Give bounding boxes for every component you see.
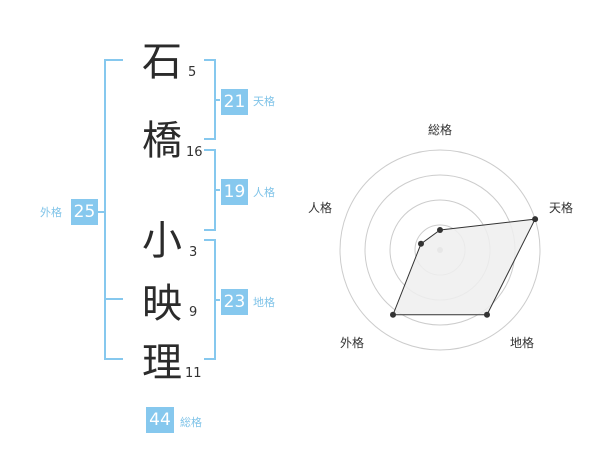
jinkaku-connector	[216, 189, 220, 191]
name-char-given-1: 小	[142, 218, 182, 264]
chikaku-connector	[216, 299, 220, 301]
name-char-surname-2: 橋	[142, 118, 182, 164]
stroke-count-surname-1: 5	[188, 65, 197, 80]
gaikaku-connector	[98, 211, 104, 213]
radar-axis-label-soukaku: 総格	[428, 123, 453, 137]
radar-axis-label-jinkaku: 人格	[308, 201, 333, 215]
jinkaku-bracket	[204, 149, 216, 231]
tenkaku-connector	[216, 99, 220, 101]
gaikaku-label: 外格	[40, 206, 62, 219]
stroke-count-given-3: 11	[185, 366, 202, 381]
tenkaku-label: 天格	[253, 95, 275, 108]
gaikaku-bracket	[104, 59, 123, 360]
radar-axis-label-tenkaku: 天格	[549, 201, 574, 215]
soukaku-label: 総格	[180, 416, 202, 429]
stroke-count-surname-2: 16	[186, 145, 203, 160]
gaikaku-split-tick	[104, 298, 123, 300]
chikaku-value: 23	[221, 289, 248, 315]
jinkaku-label: 人格	[253, 186, 275, 199]
radar-chart	[339, 149, 541, 351]
name-char-given-2: 映	[142, 281, 182, 327]
radar-point-4	[418, 240, 424, 247]
radar-data-points	[390, 216, 539, 318]
name-char-surname-1: 石	[142, 39, 182, 85]
radar-axis-label-gaikaku: 外格	[340, 336, 365, 350]
radar-axis-label-chikaku: 地格	[510, 336, 535, 350]
tenkaku-value: 21	[221, 89, 248, 115]
radar-data-polygon	[392, 218, 536, 316]
soukaku-value: 44	[146, 407, 174, 433]
chikaku-label: 地格	[253, 296, 275, 309]
name-char-given-3: 理	[142, 340, 182, 386]
stroke-count-given-1: 3	[189, 245, 198, 260]
radar-point-0	[437, 227, 443, 233]
jinkaku-value: 19	[221, 179, 248, 205]
tenkaku-bracket	[204, 59, 216, 140]
gaikaku-value: 25	[71, 199, 98, 225]
stroke-count-given-2: 9	[189, 305, 198, 320]
chikaku-bracket	[204, 239, 216, 360]
radar-ring	[339, 149, 541, 351]
radar-point-3	[390, 311, 396, 318]
radar-point-1	[532, 216, 539, 223]
radar-point-2	[484, 311, 490, 318]
